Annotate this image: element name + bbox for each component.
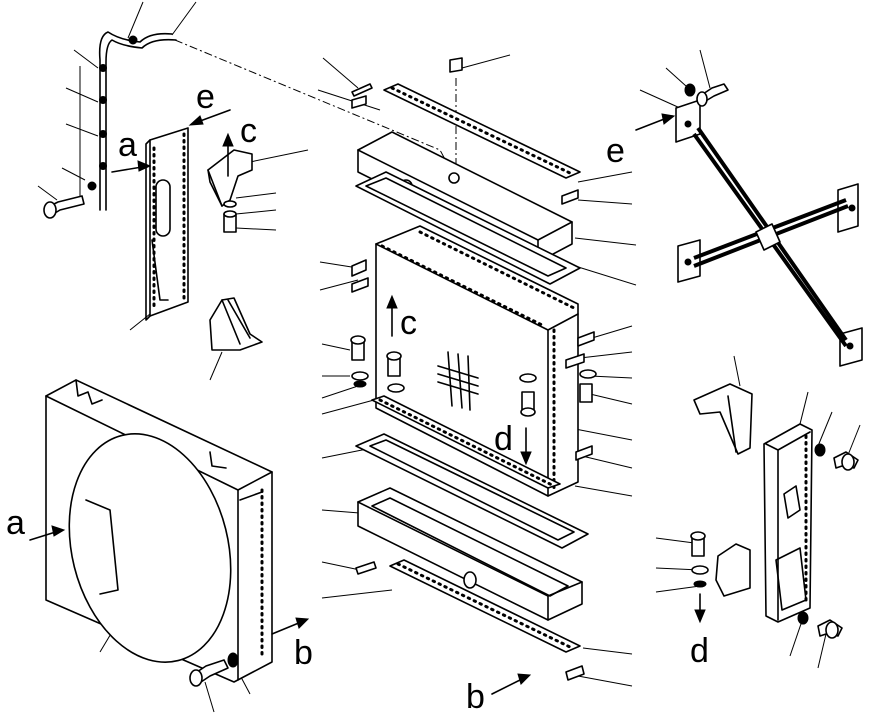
upper-bracket-right [693,383,753,455]
lower-bracket-left [209,297,263,351]
bolt-right-top [684,83,729,107]
label-b-left: b [271,617,313,672]
bottom-strap-end [565,665,585,681]
overflow-hose [79,31,177,211]
svg-text:d: d [690,632,709,670]
label-e-right: e [606,113,676,170]
svg-text:c: c [240,112,257,150]
svg-text:c: c [400,304,417,342]
top-strap-small [351,83,373,97]
label-b-right: b [466,673,532,716]
bottom-strap-long [389,559,581,653]
lower-tank [357,487,583,621]
bolt-left-top [43,195,85,219]
strap-plate-lower [575,445,593,461]
svg-text:e: e [606,132,625,170]
top-strap-long [383,83,581,179]
strap-plate-upper [351,95,579,205]
svg-text:a: a [118,126,137,164]
upper-bracket-left: c [207,112,257,233]
lower-gasket [355,433,589,549]
lower-bracket-right: d [690,531,751,670]
label-a-left: a [111,126,152,173]
side-strap-left [351,259,369,293]
bolt-right-upper [814,443,859,471]
svg-text:b: b [466,678,485,716]
bolt-shroud [189,652,239,687]
label-e-left: e [188,78,231,126]
side-strap-right [565,331,595,369]
svg-text:d: d [494,420,513,458]
label-a-right: a [6,504,66,542]
fan-shroud [45,379,273,683]
radiator-core: c d [375,225,579,497]
svg-text:a: a [6,504,25,542]
right-side-plate [763,423,813,623]
upper-gasket [355,171,581,285]
svg-text:e: e [196,78,215,116]
core-bolts [350,335,597,417]
left-side-plate [145,127,189,321]
svg-text:b: b [294,634,313,672]
cross-stay [675,99,863,367]
bolt-right-lower [797,611,843,639]
bottom-strap-small [355,561,377,575]
lower-strap-middle [371,395,561,489]
